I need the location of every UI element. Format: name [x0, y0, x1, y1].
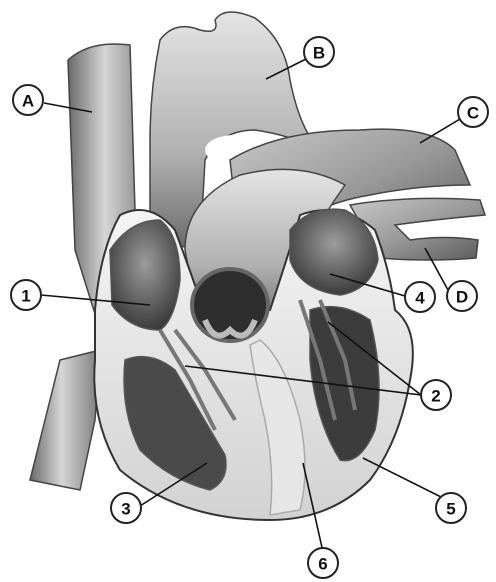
label-B-text: B — [313, 44, 325, 63]
label-2: 2 — [421, 380, 451, 410]
inferior-vena-cava — [30, 350, 100, 490]
label-4-text: 4 — [415, 289, 425, 308]
label-4: 4 — [405, 282, 435, 312]
label-5-text: 5 — [446, 500, 455, 519]
label-D: D — [447, 281, 477, 311]
label-A-text: A — [22, 92, 34, 111]
label-A: A — [13, 85, 43, 115]
label-1-text: 1 — [21, 287, 30, 306]
label-3-text: 3 — [121, 500, 130, 519]
label-6-text: 6 — [318, 555, 327, 574]
label-C-text: C — [467, 104, 479, 123]
label-C: C — [458, 97, 488, 127]
label-D-text: D — [456, 288, 468, 307]
label-6: 6 — [308, 548, 338, 578]
label-1: 1 — [11, 280, 41, 310]
label-2-text: 2 — [431, 387, 440, 406]
label-B: B — [304, 37, 334, 67]
label-3: 3 — [111, 493, 141, 523]
right-atrium — [110, 220, 180, 330]
label-5: 5 — [436, 493, 466, 523]
